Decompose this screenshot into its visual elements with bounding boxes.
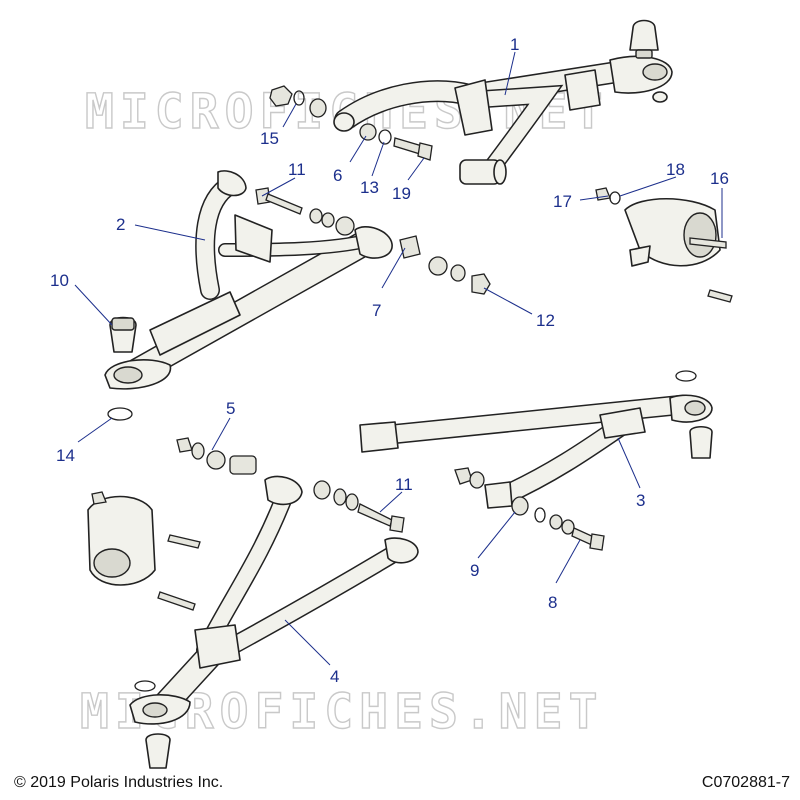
callout-15: 15 [260, 129, 279, 148]
callout-17: 17 [553, 192, 572, 211]
callout-16: 16 [710, 169, 729, 188]
callout-18: 18 [666, 160, 685, 179]
callout-14: 14 [56, 446, 75, 465]
lower-left-a-arm [129, 475, 419, 769]
ball-joint-top [629, 19, 659, 59]
hardware-lower-left [176, 437, 405, 533]
copyright-notice: © 2019 Polaris Industries Inc. [14, 774, 224, 791]
leader-lines [74, 51, 723, 666]
callout-11-upper: 11 [288, 160, 306, 179]
callout-6: 6 [333, 166, 342, 185]
retaining-ring-left [107, 407, 133, 421]
callouts: 1 2 3 4 5 6 7 8 9 10 11 11 12 13 14 15 1… [50, 35, 729, 686]
callout-11-lower: 11 [395, 475, 413, 494]
hardware-lower-right [454, 467, 605, 551]
upper-right-a-arm [333, 55, 673, 185]
callout-4: 4 [330, 667, 339, 686]
callout-7: 7 [372, 301, 381, 320]
callout-8: 8 [548, 593, 557, 612]
diagram-id: C0702881-7 [701, 774, 790, 791]
lower-right-a-arm [359, 370, 713, 509]
ball-joint-left [109, 316, 137, 353]
callout-2: 2 [116, 215, 125, 234]
callout-1: 1 [510, 35, 519, 54]
hardware-upper [269, 85, 433, 161]
callout-3: 3 [636, 491, 645, 510]
callout-12: 12 [536, 311, 555, 330]
callout-5: 5 [226, 399, 235, 418]
knuckle-left [87, 491, 201, 611]
knuckle-right [595, 187, 733, 303]
callout-9: 9 [470, 561, 479, 580]
hardware-upper-left [255, 187, 491, 295]
callout-19: 19 [392, 184, 411, 203]
upper-left-a-arm [104, 170, 393, 390]
callout-13: 13 [360, 178, 379, 197]
callout-10: 10 [50, 271, 69, 290]
